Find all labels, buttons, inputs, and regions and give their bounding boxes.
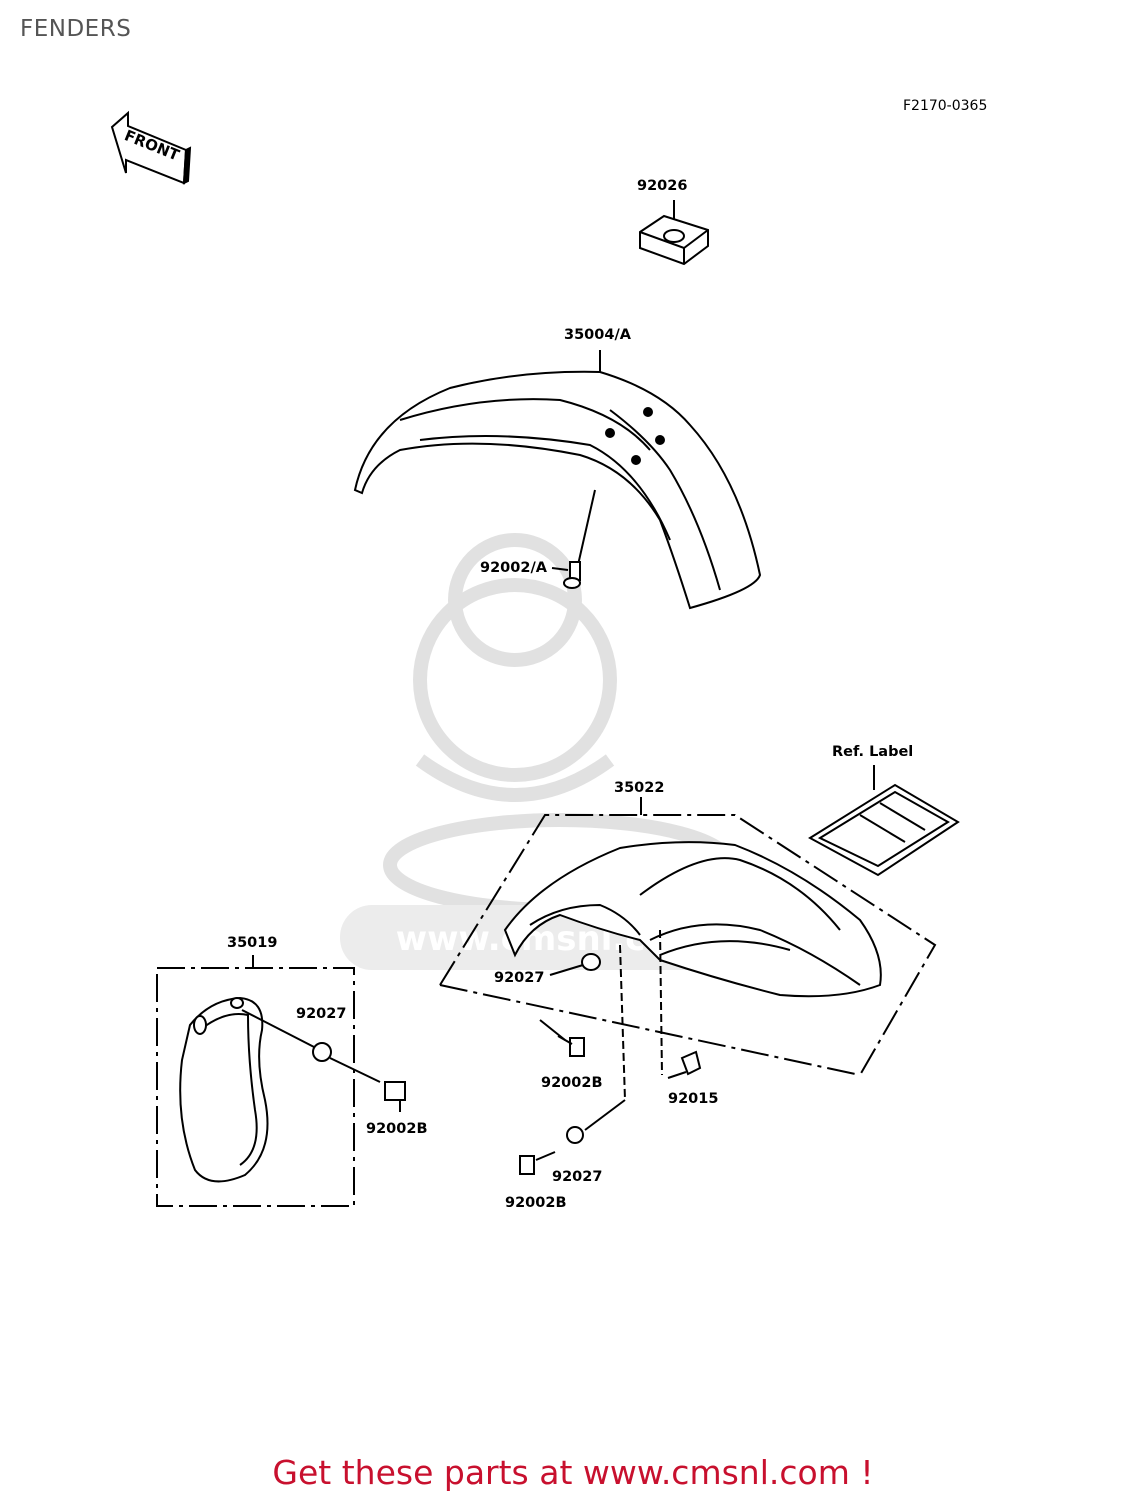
label-92002a: 92002/A xyxy=(480,560,547,576)
label-35019: 35019 xyxy=(227,935,278,951)
part-92002a-bolt xyxy=(551,561,581,589)
page-title: FENDERS xyxy=(20,16,132,42)
label-92015: 92015 xyxy=(668,1091,719,1107)
label-92027-side: 92027 xyxy=(296,1006,347,1022)
part-ref-label xyxy=(808,765,960,877)
footer-parts-link[interactable]: Get these parts at www.cmsnl.com ! xyxy=(272,1453,874,1492)
part-35019-side-cover xyxy=(156,955,406,1207)
label-35004a: 35004/A xyxy=(564,327,631,343)
part-92026-spacer xyxy=(639,200,709,266)
label-92002b-side: 92002B xyxy=(366,1121,428,1137)
label-92026: 92026 xyxy=(637,178,688,194)
label-92002b-bottom: 92002B xyxy=(505,1195,567,1211)
part-35022-rear-fender xyxy=(439,797,937,1076)
figure-code: F2170-0365 xyxy=(903,98,988,114)
label-92027-rear: 92027 xyxy=(494,970,545,986)
front-arrow-icon: FRONT xyxy=(110,110,192,185)
part-35004a-front-fender xyxy=(353,350,762,610)
label-35022: 35022 xyxy=(614,780,665,796)
label-92027-bottom: 92027 xyxy=(552,1169,603,1185)
label-92002b-rear: 92002B xyxy=(541,1075,603,1091)
label-ref-label: Ref. Label xyxy=(832,744,914,760)
rear-fasteners xyxy=(519,929,702,1175)
